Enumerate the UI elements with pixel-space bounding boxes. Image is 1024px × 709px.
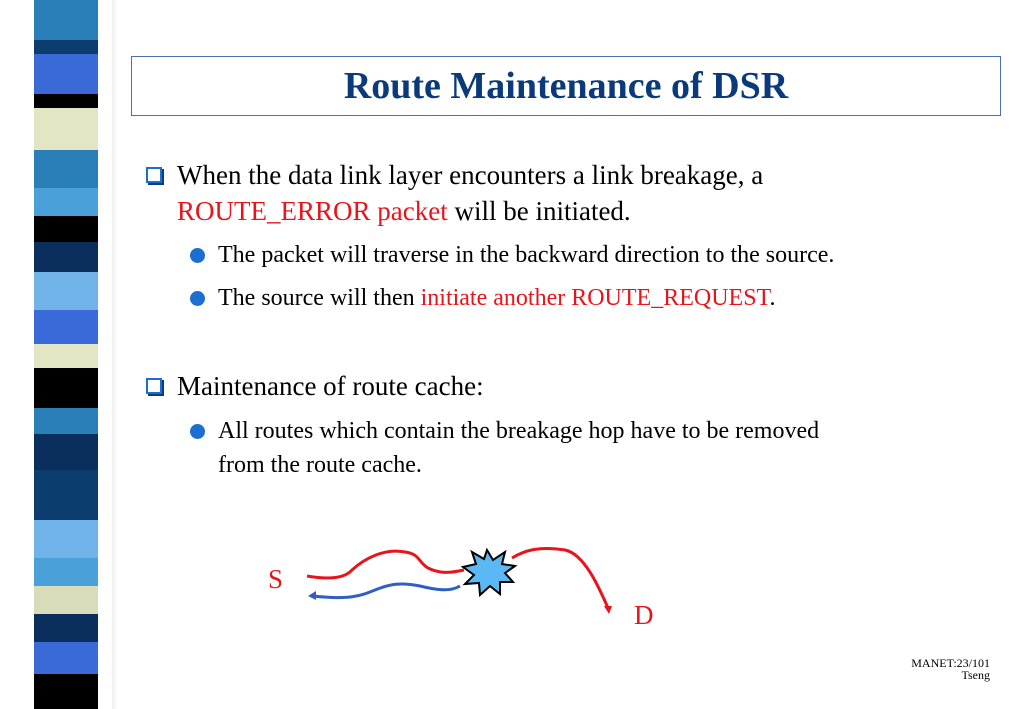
square-bullet-icon	[146, 378, 162, 394]
decorative-stripe	[34, 434, 98, 470]
author-name: Tseng	[961, 668, 991, 682]
forward-route-segment-2	[511, 546, 610, 609]
decorative-stripe	[34, 642, 98, 674]
sub-bullet-text: The packet will traverse in the backward…	[218, 242, 835, 268]
slide-edge-shadow	[112, 0, 118, 709]
sub-bullet-text-line1: All routes which contain the breakage ho…	[218, 418, 820, 444]
decorative-stripe	[34, 470, 98, 520]
forward-arrowhead-icon	[604, 606, 612, 614]
sub-bullet-text-line2: from the route cache.	[218, 452, 422, 478]
decorative-stripe	[34, 54, 98, 94]
decorative-stripe	[34, 310, 98, 344]
decorative-stripe	[34, 344, 98, 368]
decorative-stripe	[34, 0, 98, 40]
backward-route	[311, 582, 461, 600]
source-label: S	[268, 564, 284, 594]
decorative-stripe	[34, 614, 98, 642]
decorative-stripe	[34, 150, 98, 188]
decorative-stripe	[34, 188, 98, 216]
decorative-stripe	[34, 520, 98, 558]
color-stripes	[34, 0, 98, 709]
link-breakage-burst-icon	[460, 547, 518, 598]
bullet-text-line2-rest: will be initiated.	[447, 196, 631, 226]
forward-route-segment-1	[306, 549, 465, 580]
route-diagram-svg	[306, 546, 612, 614]
backward-arrowhead-icon	[308, 591, 316, 600]
page-title: Route Maintenance of DSR	[343, 65, 789, 107]
sub-bullet-text-pre: The source will then	[218, 285, 421, 311]
slide-footer: MANET:23/101 Tseng	[911, 657, 990, 681]
decorative-stripe	[34, 242, 98, 272]
decorative-stripe	[34, 674, 98, 709]
page-number: MANET:23/101	[911, 656, 990, 670]
route-error-highlight: ROUTE_ERROR packet	[177, 196, 448, 226]
decorative-stripe	[34, 408, 98, 434]
bullet-text-line1: Maintenance of route cache:	[177, 371, 484, 401]
decorative-stripe	[34, 558, 98, 586]
destination-label: D	[634, 600, 654, 630]
round-bullet-icon	[190, 424, 205, 439]
sub-bullet-text-post: .	[769, 285, 776, 311]
decorative-stripe	[34, 40, 98, 54]
round-bullet-icon	[190, 291, 205, 306]
bullet-text-line2: ROUTE_ERROR packet will be initiated.	[177, 193, 977, 229]
route-diagram: S D	[250, 540, 670, 640]
bullet-text-line1: When the data link layer encounters a li…	[177, 160, 764, 190]
route-request-highlight: initiate another ROUTE_REQUEST	[420, 285, 770, 311]
decorative-stripe-column	[0, 0, 118, 709]
decorative-stripe	[34, 368, 98, 408]
title-box: Route Maintenance of DSR	[131, 56, 1001, 116]
decorative-stripe	[34, 216, 98, 242]
decorative-stripe	[34, 586, 98, 614]
round-bullet-icon	[190, 248, 205, 263]
decorative-stripe	[34, 108, 98, 150]
square-bullet-icon	[146, 167, 162, 183]
decorative-stripe	[34, 272, 98, 310]
decorative-stripe	[34, 94, 98, 108]
